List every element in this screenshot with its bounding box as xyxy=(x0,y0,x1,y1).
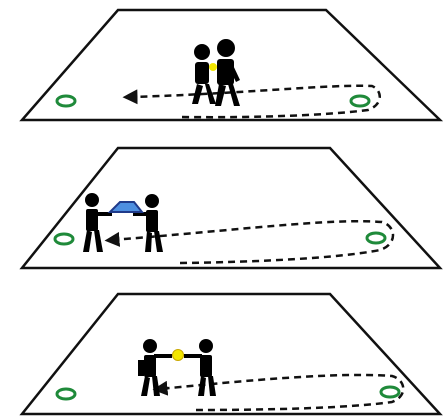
panel-3 xyxy=(22,294,440,414)
yellow-ball xyxy=(173,350,184,361)
panel-1 xyxy=(22,10,440,120)
panel-2 xyxy=(22,148,440,268)
yellow-item xyxy=(209,63,217,71)
field-trapezoid xyxy=(22,294,440,414)
